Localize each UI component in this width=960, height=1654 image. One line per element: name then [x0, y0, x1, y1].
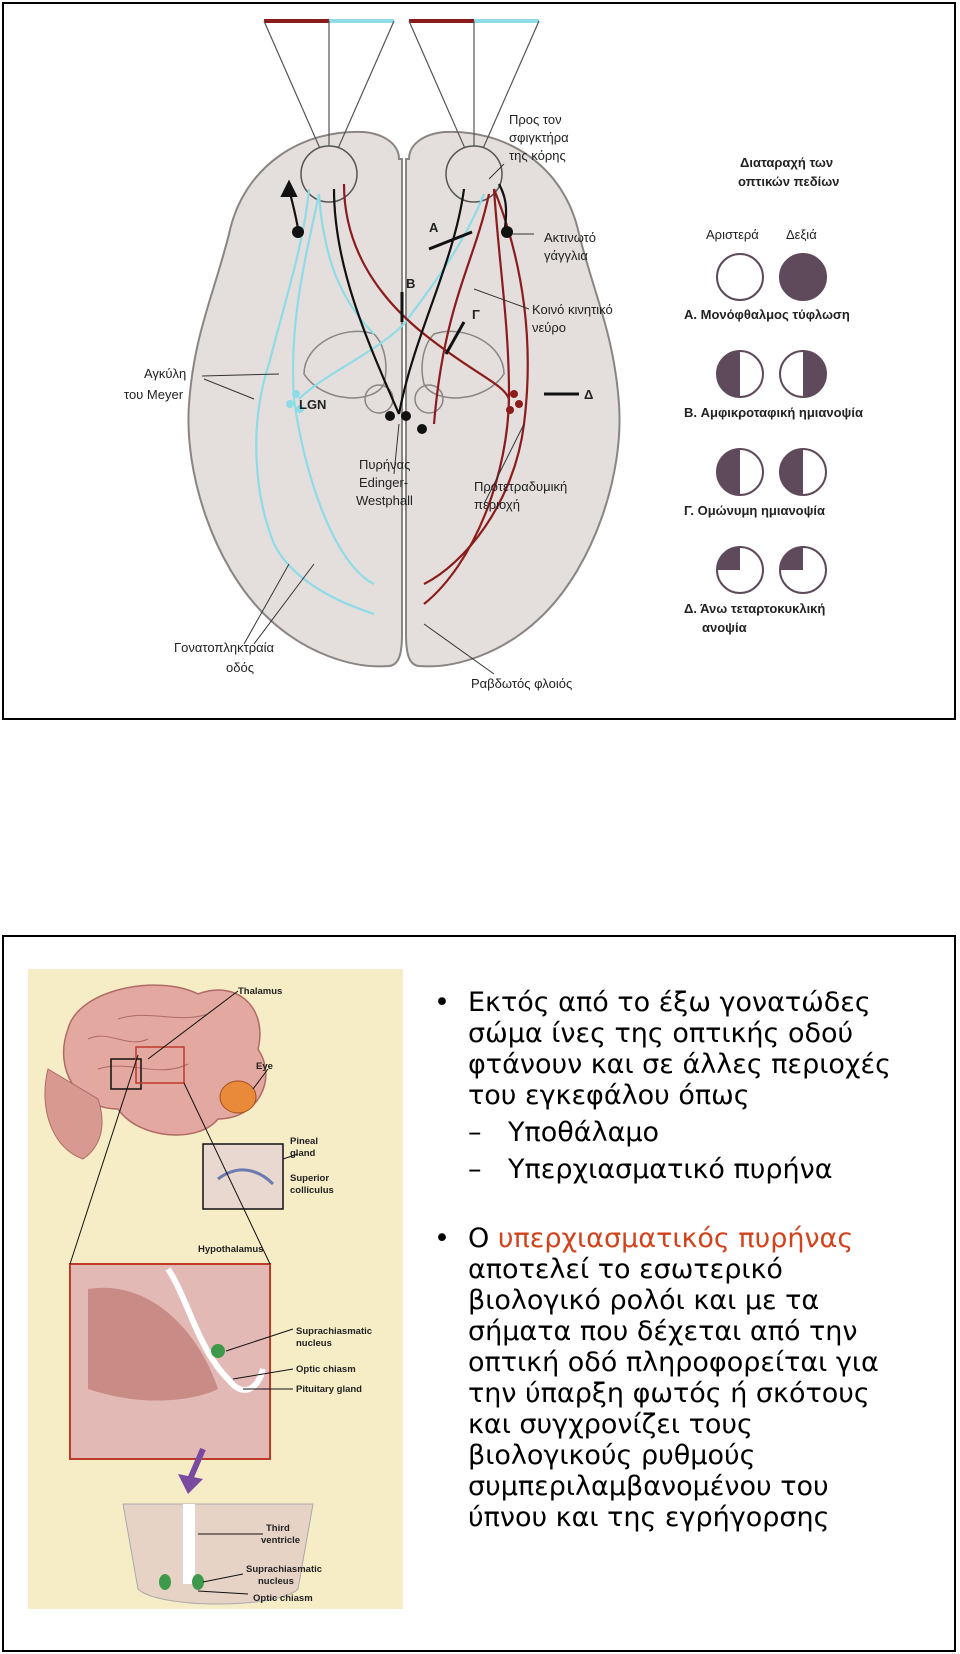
- sub-item-2-text: Υπερχιασματικό πυρήνα: [508, 1154, 833, 1185]
- bullet-1-line-2: σώμα ίνες της οπτικής οδού: [468, 1018, 944, 1049]
- label-striate-cortex: Ραβδωτός φλοιός: [471, 676, 572, 691]
- bullet-1-line-1: Εκτός από το έξω γονατώδες: [468, 987, 944, 1018]
- sub-item-1: – Υποθάλαμο: [424, 1117, 944, 1148]
- fig-superior-2: colliculus: [290, 1185, 334, 1196]
- bullet-2-line-1: αποτελεί το εσωτερικό: [468, 1254, 944, 1285]
- label-ciliary-2: γάγγλια: [544, 248, 588, 263]
- label-meyer-2: του Meyer: [124, 387, 184, 402]
- brain-anatomy-figure: Thalamus Eye Pineal gland Superior colli…: [28, 969, 408, 1649]
- bullet-dot: •: [434, 1223, 450, 1254]
- bullet-1-line-4: του εγκεφάλου όπως: [468, 1080, 944, 1111]
- label-lgn: LGN: [299, 397, 326, 412]
- label-edinger-1: Πυρήνας: [359, 457, 410, 472]
- fig-pineal-2: gland: [290, 1148, 316, 1159]
- label-pretectal-2: περιοχή: [474, 497, 520, 512]
- marker-g: Γ: [472, 307, 480, 322]
- bullet-dot: •: [434, 987, 450, 1018]
- label-oculomotor-2: νεύρο: [532, 320, 566, 335]
- marker-b: B: [406, 276, 415, 291]
- fig-pituitary: Pituitary gland: [296, 1384, 362, 1395]
- bullet-list: • Εκτός από το έξω γονατώδες σώμα ίνες τ…: [424, 987, 944, 1533]
- legend-right-label: Δεξιά: [786, 227, 817, 242]
- sub-item-1-text: Υποθάλαμο: [508, 1117, 659, 1148]
- bullet-2-line-9: ύπνου και της εγρήγορσης: [468, 1502, 944, 1533]
- fig-scn2-1: Suprachiasmatic: [246, 1564, 322, 1575]
- label-pretectal-1: Προτετραδυμική: [474, 479, 567, 494]
- bullet-2-prefix: Ο: [468, 1223, 498, 1254]
- label-oculomotor-1: Κοινό κινητικό: [532, 302, 613, 317]
- label-edinger-2: Edinger-: [359, 475, 408, 490]
- bullet-2-line-3: σήματα που δέχεται από την: [468, 1316, 944, 1347]
- bullet-2-line-7: βιολογικούς ρυθμούς: [468, 1440, 944, 1471]
- label-ciliary-1: Ακτινωτό: [544, 230, 596, 245]
- legend-title-1: Διαταραχή των: [740, 155, 833, 170]
- label-pupil-sphincter-3: της κόρης: [509, 148, 566, 163]
- sub-dash: –: [468, 1154, 482, 1185]
- label-pupil-sphincter-2: σφιγκτήρα: [509, 130, 569, 145]
- slide-visual-pathway: Προς τον σφιγκτήρα της κόρης Ακτινωτό γά…: [2, 2, 956, 720]
- marker-a: A: [429, 220, 439, 235]
- legend-item-a: A. Μονόφθαλμος τύφλωση: [684, 307, 850, 322]
- fig-scn-1: Suprachiasmatic: [296, 1326, 372, 1337]
- slide-suprachiasmatic: Thalamus Eye Pineal gland Superior colli…: [2, 935, 956, 1652]
- fig-scn-2: nucleus: [296, 1338, 332, 1349]
- legend-item-d-2: ανοψία: [702, 620, 747, 635]
- fig-optic-chiasm2: Optic chiasm: [253, 1593, 313, 1604]
- bullet-1-line-3: φτάνουν και σε άλλες περιοχές: [468, 1049, 944, 1080]
- fig-third-ventricle-1: Third: [266, 1523, 290, 1534]
- label-pupil-sphincter-1: Προς τον: [509, 112, 562, 127]
- bullet-1: • Εκτός από το έξω γονατώδες σώμα ίνες τ…: [424, 987, 944, 1111]
- fig-hypothalamus: Hypothalamus: [198, 1244, 263, 1255]
- bullet-2-highlight: υπερχιασματικός πυρήνας: [498, 1223, 853, 1254]
- bullet-2-line-5: την ύπαρξη φωτός ή σκότους: [468, 1378, 944, 1409]
- sub-dash: –: [468, 1117, 482, 1148]
- bullet-2-line-8: συμπεριλαμβανομένου του: [468, 1471, 944, 1502]
- fig-superior-1: Superior: [290, 1173, 329, 1184]
- marker-d: Δ: [584, 387, 593, 402]
- visual-pathway-diagram: Προς τον σφιγκτήρα της κόρης Ακτινωτό γά…: [4, 4, 954, 718]
- legend-left-label: Αριστερά: [706, 227, 759, 242]
- label-optic-radiation-2: οδός: [226, 660, 254, 675]
- label-meyer-1: Αγκύλη: [144, 366, 186, 381]
- fig-pineal-1: Pineal: [290, 1136, 318, 1147]
- legend-item-g: Γ. Ομώνυμη ημιανοψία: [684, 503, 825, 518]
- fig-optic-chiasm: Optic chiasm: [296, 1364, 356, 1375]
- legend-item-d: Δ. Άνω τεταρτοκυκλική: [684, 601, 825, 616]
- bullet-2-line-6: και συγχρονίζει τους: [468, 1409, 944, 1440]
- bullet-2-line-4: οπτική οδό πληροφορείται για: [468, 1347, 944, 1378]
- fig-third-ventricle-2: ventricle: [261, 1535, 300, 1546]
- bullet-2-line-2: βιολογικό ρολόι και με τα: [468, 1285, 944, 1316]
- legend-title-2: οπτικών πεδίων: [738, 174, 839, 189]
- legend-item-b: B. Αμφικροταφική ημιανοψία: [684, 405, 863, 420]
- fig-eye: Eye: [256, 1061, 273, 1072]
- label-edinger-3: Westphall: [356, 493, 413, 508]
- fig-thalamus: Thalamus: [238, 986, 282, 997]
- label-optic-radiation-1: Γονατοπληκτραία: [174, 640, 275, 655]
- bullet-2: • Ο υπερχιασματικός πυρήνας αποτελεί το …: [424, 1223, 944, 1533]
- sub-item-2: – Υπερχιασματικό πυρήνα: [424, 1154, 944, 1185]
- fig-scn2-2: nucleus: [258, 1576, 294, 1587]
